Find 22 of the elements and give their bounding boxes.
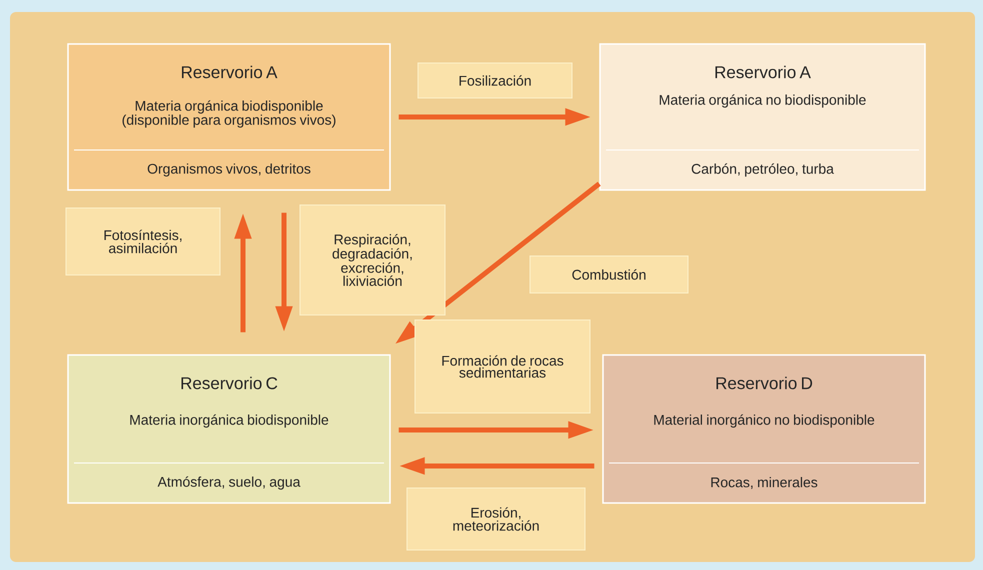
process-label: Combustión: [530, 256, 688, 294]
reservoir-examples: Rocas, minerales: [711, 477, 818, 489]
process-label: Erosión, meteorización: [406, 487, 586, 550]
reservoir-box: [599, 43, 926, 191]
reservoir-description: Materia orgánica biodisponible (disponible para organismos vivos): [122, 100, 336, 128]
reservoir-examples: Organismos vivos, detritos: [148, 163, 310, 176]
reservoir-box: [602, 354, 926, 504]
reservoir-box: [67, 354, 391, 504]
reservoir-heading: Reservorio D: [716, 376, 812, 390]
reservoir-description: Materia inorgánica biodisponible: [130, 414, 328, 428]
process-label: Respiración, degradación, excreción, lixiviación: [300, 204, 446, 316]
process-label: Formación de rocas sedimentarias: [414, 320, 590, 414]
process-label: Fosilización: [418, 62, 572, 98]
process-label: Fotosíntesis, asimilación: [66, 208, 220, 276]
reservoir-box: [67, 43, 391, 191]
reservoir-heading: Reservorio A: [182, 66, 278, 78]
reservoir-heading: Reservorio A: [715, 66, 811, 78]
reservoir-examples: Carbón, petróleo, turba: [692, 163, 834, 177]
reservoir-examples: Atmósfera, suelo, agua: [158, 476, 300, 490]
reservoir-description: Material inorgánico no biodisponible: [654, 414, 874, 428]
reservoir-heading: Reservorio C: [182, 376, 278, 390]
reservoir-description: Materia orgánica no biodisponible: [660, 94, 866, 108]
